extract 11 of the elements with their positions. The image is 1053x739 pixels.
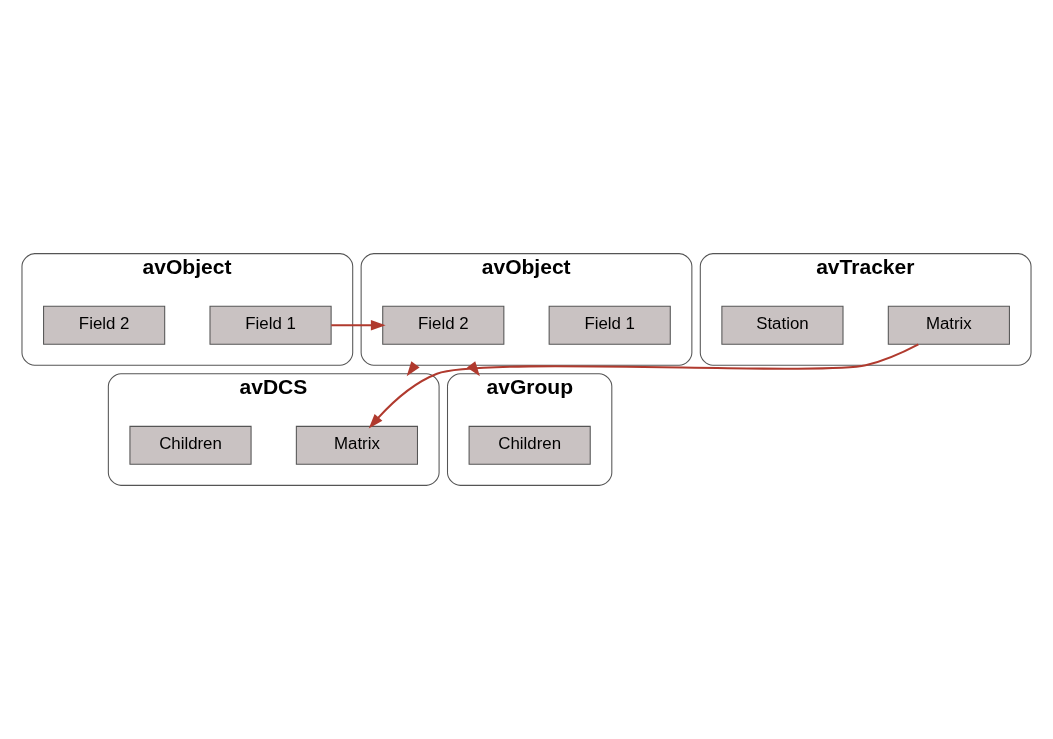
node-box: Matrix — [295, 425, 418, 465]
node-box: Field 2 — [382, 305, 505, 345]
node-box: Matrix — [887, 305, 1010, 345]
node-box: Field 1 — [548, 305, 671, 345]
node-box: Field 2 — [43, 305, 166, 345]
node-box: Field 1 — [209, 305, 332, 345]
arrow — [331, 320, 386, 331]
arrow — [368, 343, 919, 429]
node-box: Children — [129, 425, 252, 465]
node-box: Station — [721, 305, 844, 345]
node-box: Children — [468, 425, 591, 465]
